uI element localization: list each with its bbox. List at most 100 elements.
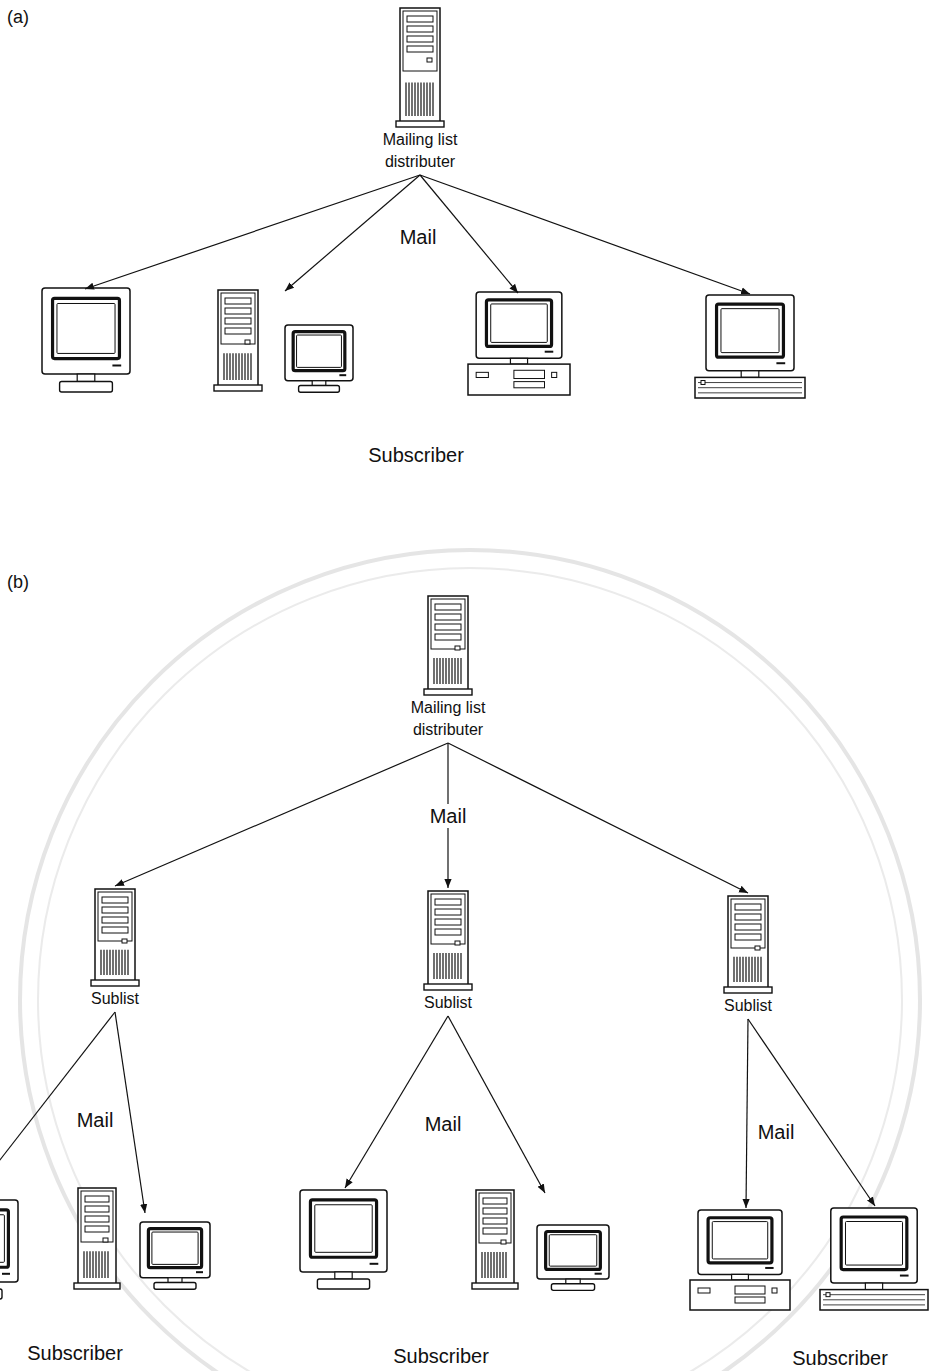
case-button bbox=[476, 372, 488, 377]
monitor-screen bbox=[717, 304, 784, 357]
flat-computer bbox=[820, 1208, 928, 1310]
tower-base bbox=[724, 987, 772, 993]
detail-line bbox=[101, 1251, 102, 1278]
tower-base bbox=[91, 980, 139, 986]
detail-line bbox=[405, 82, 406, 116]
watermark-seal bbox=[20, 550, 920, 1371]
detail-line bbox=[429, 82, 430, 116]
detail-line bbox=[496, 1252, 497, 1278]
tower-panel bbox=[403, 11, 437, 71]
monitor-glass bbox=[845, 1222, 902, 1266]
monitor bbox=[706, 295, 794, 377]
monitor-screen bbox=[546, 1231, 601, 1269]
mail-arrow bbox=[0, 1012, 115, 1192]
detail-line bbox=[751, 957, 752, 982]
drive-bay bbox=[435, 634, 461, 640]
monitor bbox=[831, 1208, 917, 1290]
monitor-neck bbox=[865, 1283, 882, 1290]
sublist-server: Sublist bbox=[83, 886, 147, 1012]
detail-line bbox=[760, 957, 761, 982]
detail-line bbox=[196, 1271, 203, 1273]
tower-button bbox=[245, 340, 250, 344]
detail-line bbox=[2, 1273, 10, 1275]
detail-line bbox=[481, 1252, 482, 1278]
monitor-bezel bbox=[476, 292, 562, 358]
mail-arrow bbox=[448, 743, 748, 893]
node-label: Sublist bbox=[424, 992, 472, 1014]
tower-panel bbox=[98, 892, 132, 941]
drive-bay bbox=[102, 897, 128, 903]
monitor bbox=[285, 325, 353, 392]
group-caption: Subscriber bbox=[27, 1341, 123, 1365]
detail-line bbox=[490, 1252, 491, 1278]
tower-panel bbox=[431, 894, 465, 944]
detail-line bbox=[229, 353, 230, 380]
tower-base bbox=[74, 1283, 120, 1289]
case-button bbox=[772, 1288, 777, 1293]
monitor-screen bbox=[310, 1200, 376, 1257]
tower-button bbox=[755, 946, 760, 950]
monitor-glass bbox=[152, 1232, 198, 1264]
drive-bay bbox=[735, 904, 761, 910]
detail-line bbox=[823, 1294, 925, 1295]
detail-line bbox=[698, 382, 802, 383]
monitor-glass bbox=[57, 303, 115, 353]
monitor-neck bbox=[312, 381, 326, 386]
monitor-foot bbox=[60, 381, 113, 392]
node-label: Mailing list distributer bbox=[392, 697, 504, 741]
detail-line bbox=[426, 82, 427, 116]
monitor-neck bbox=[77, 374, 95, 381]
drive-bay bbox=[483, 1198, 507, 1204]
tower-panel bbox=[731, 899, 765, 948]
drive-bay bbox=[407, 36, 433, 42]
mail-arrow bbox=[748, 1019, 875, 1206]
detail-line bbox=[417, 82, 418, 116]
server-icon bbox=[420, 890, 476, 992]
monitor-bezel bbox=[706, 295, 794, 371]
case-button bbox=[701, 380, 705, 384]
server-tower bbox=[424, 891, 472, 990]
monitor-foot bbox=[0, 1289, 2, 1299]
case-button bbox=[826, 1293, 830, 1297]
monitor-foot bbox=[299, 386, 340, 393]
monitor-bezel bbox=[537, 1225, 609, 1279]
server-tower bbox=[424, 596, 472, 695]
drive-bay bbox=[407, 16, 433, 22]
server-icon bbox=[392, 7, 448, 129]
monitor bbox=[300, 1190, 387, 1289]
monitor-bezel bbox=[285, 325, 353, 381]
tower-button bbox=[455, 941, 460, 945]
flow-label: Mail bbox=[77, 1108, 114, 1132]
detail-line bbox=[448, 658, 449, 684]
flow-label: Mail bbox=[758, 1120, 795, 1144]
detail-line bbox=[823, 1299, 925, 1300]
detail-line bbox=[736, 957, 737, 982]
detail-line bbox=[439, 953, 440, 979]
tower-button bbox=[103, 1238, 108, 1242]
mail-arrow bbox=[115, 1012, 145, 1213]
desktop-case bbox=[690, 1280, 790, 1310]
tower-base bbox=[214, 385, 262, 391]
detail-line bbox=[745, 957, 746, 982]
node-label: Sublist bbox=[724, 995, 772, 1017]
detail-line bbox=[241, 353, 242, 380]
mail-arrow bbox=[85, 175, 420, 289]
detail-line bbox=[432, 82, 433, 116]
drive-bay bbox=[225, 308, 251, 314]
monitor-bezel bbox=[831, 1208, 917, 1283]
detail-line bbox=[408, 82, 409, 116]
detail-line bbox=[445, 658, 446, 684]
flat-computer bbox=[695, 295, 805, 398]
edge-label: Mail bbox=[427, 804, 470, 828]
detail-line bbox=[698, 387, 802, 388]
monitor-screen bbox=[486, 300, 551, 346]
detail-line bbox=[754, 957, 755, 982]
tower-body bbox=[428, 891, 468, 985]
sublist-server: Sublist bbox=[716, 893, 780, 1019]
monitor-foot bbox=[154, 1283, 196, 1290]
detail-line bbox=[757, 957, 758, 982]
drive-slot bbox=[735, 1286, 765, 1294]
tower-body bbox=[428, 596, 468, 690]
tower-body bbox=[476, 1190, 514, 1284]
case-button bbox=[552, 372, 557, 377]
